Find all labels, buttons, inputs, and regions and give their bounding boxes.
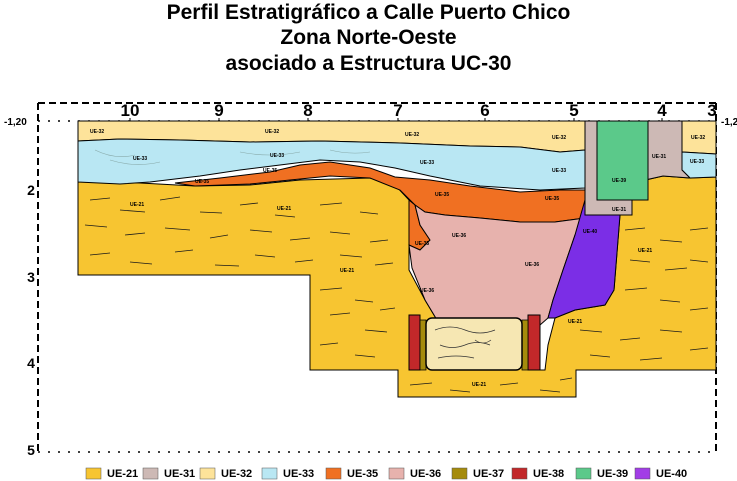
- legend-label: UE-32: [221, 468, 252, 480]
- scale-mark: 7: [393, 101, 402, 120]
- legend-label: UE-31: [164, 468, 195, 480]
- scale-mark: 4: [657, 101, 667, 120]
- label-ue21: UE-21: [340, 268, 354, 274]
- label-ue36: UE-36: [420, 288, 434, 294]
- label-ue21: UE-21: [568, 319, 582, 325]
- label-ue21: UE-21: [277, 206, 291, 212]
- legend-label: UE-38: [533, 468, 564, 480]
- legend-label: UE-33: [283, 468, 314, 480]
- scale-mark: 10: [121, 101, 140, 120]
- label-ue36: UE-36: [525, 262, 539, 268]
- scale-mark: 8: [303, 101, 312, 120]
- label-ue39: UE-39: [612, 178, 626, 184]
- legend-label: UE-37: [473, 468, 504, 480]
- label-ue33: UE-33: [690, 159, 704, 165]
- legend-label: UE-40: [656, 468, 687, 480]
- scale-mark: 9: [214, 101, 223, 120]
- diagram-title-line-2: Zona Norte-Oeste: [280, 26, 457, 49]
- depth-label-top-left: -1,20: [4, 117, 27, 128]
- label-ue33: UE-33: [133, 156, 147, 162]
- ue-21-hatching: [84, 196, 709, 393]
- legend-swatch: [575, 467, 592, 480]
- label-ue35: UE-35: [415, 241, 429, 247]
- label-ue40: UE-40: [583, 229, 597, 235]
- ue-37-right: [521, 319, 529, 371]
- legend-swatch: [85, 467, 102, 480]
- label-ue21: UE-21: [638, 248, 652, 254]
- diagram-title-line-3: asociado a Estructura UC-30: [225, 52, 512, 75]
- label-ue36: UE-36: [452, 233, 466, 239]
- depth-mark: 4: [27, 355, 35, 371]
- legend-swatch: [388, 467, 405, 480]
- label-ue33: UE-33: [270, 153, 284, 159]
- scale-mark: 3: [707, 101, 716, 120]
- label-ue33: UE-33: [552, 168, 566, 174]
- scale-mark: 6: [480, 101, 489, 120]
- label-ue32: UE-32: [265, 129, 279, 135]
- diagram-title-line-1: Perfil Estratigráfico a Calle Puerto Chi…: [166, 1, 571, 24]
- depth-mark: 2: [27, 182, 35, 198]
- label-ue33: UE-33: [420, 160, 434, 166]
- legend-swatch: [199, 467, 216, 480]
- label-ue35: UE-35: [545, 196, 559, 202]
- depth-label-top-right: -1,2: [721, 117, 737, 128]
- label-ue21: UE-21: [472, 382, 486, 388]
- depth-mark: 5: [27, 442, 35, 458]
- label-ue35: UE-35: [435, 192, 449, 198]
- label-ue31: UE-31: [612, 207, 626, 213]
- scale-mark: 5: [569, 101, 578, 120]
- ue-38-right: [527, 314, 541, 371]
- legend-label: UE-21: [107, 468, 138, 480]
- label-ue31: UE-31: [652, 154, 666, 160]
- label-ue32: UE-32: [405, 132, 419, 138]
- label-ue35: UE-35: [195, 179, 209, 185]
- depth-mark: 3: [27, 269, 35, 285]
- legend-label: UE-39: [597, 468, 628, 480]
- box-object: [425, 317, 523, 371]
- ue-38-left: [408, 314, 421, 371]
- ue-33-layer-right: [681, 151, 717, 179]
- legend-swatch: [261, 467, 278, 480]
- legend-swatch: [634, 467, 651, 480]
- legend: UE-21 UE-31 UE-32 UE-33 UE-35 UE-36 UE-3…: [85, 467, 687, 480]
- label-ue35: UE-35: [263, 168, 277, 174]
- legend-label: UE-36: [410, 468, 441, 480]
- legend-swatch: [451, 467, 468, 480]
- ue-33-layer: [77, 138, 586, 191]
- ue-37-left: [419, 319, 427, 371]
- legend-swatch: [511, 467, 528, 480]
- legend-label: UE-35: [347, 468, 378, 480]
- label-ue32: UE-32: [691, 135, 705, 141]
- label-ue32: UE-32: [90, 129, 104, 135]
- legend-swatch: [142, 467, 159, 480]
- legend-swatch: [325, 467, 342, 480]
- label-ue21: UE-21: [130, 202, 144, 208]
- ue-39-layer: [596, 120, 649, 201]
- label-ue32: UE-32: [552, 135, 566, 141]
